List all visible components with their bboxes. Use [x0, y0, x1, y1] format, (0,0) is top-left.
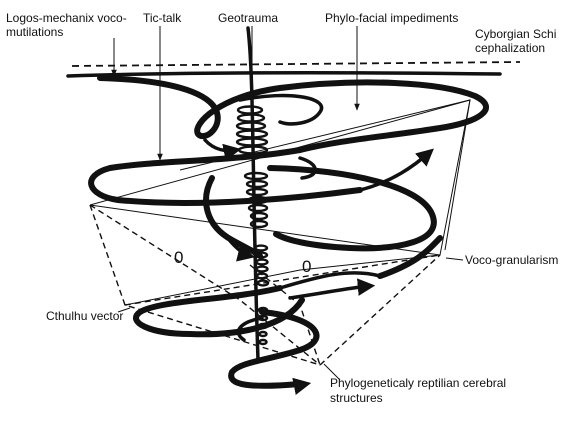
zero-marker-left: 0 [174, 248, 183, 267]
spiral-top-inner-curl [238, 93, 324, 126]
pointer-voco-granularism [445, 257, 464, 261]
spiral-lower-arrow-right [288, 278, 376, 300]
lower-pyramid-dashed-edges [89, 204, 441, 366]
label-cyborgian-line1: Cyborgian Schi [475, 27, 556, 41]
cyborgian-horizon-solid [66, 70, 502, 78]
label-phylo-facial-impediments: Phylo-facial impediments [325, 11, 458, 25]
spiral-lower-right-tail [377, 235, 443, 279]
spiral-lower-connector [278, 271, 382, 290]
label-phylogeneticaly-line2: structures [330, 391, 383, 405]
label-cthulhu-vector: Cthulhu vector [46, 309, 123, 323]
spiral-top-loop [97, 75, 489, 153]
lower-pyramid-dashed-base [124, 254, 441, 306]
label-geotrauma: Geotrauma [218, 11, 278, 25]
cyborgian-horizon-dashed [71, 61, 521, 67]
lower-plane-line [124, 254, 441, 306]
spiral-upper-middle-loop [88, 147, 363, 206]
pointer-cthulhu-vector [117, 307, 131, 313]
geotrauma-coil-top [235, 105, 269, 155]
spiral-top-arrow [203, 138, 242, 161]
label-logos-mechanix-line2: mutilations [6, 25, 63, 39]
spiral-bottom-arrow [270, 377, 312, 395]
spiral-bottom-inner [236, 316, 264, 342]
spiral-middle-right-arc [267, 165, 437, 252]
label-cyborgian-line2: cephalization [475, 41, 545, 55]
label-voco-granularism: Voco-granularism [465, 253, 558, 267]
label-logos-mechanix-line1: Logos-mechanix voco- [6, 11, 127, 25]
spiral-lower-loop [133, 285, 305, 338]
label-tic-talk: Tic-talk [143, 11, 182, 25]
zero-marker-right: 0 [302, 257, 311, 276]
label-phylogeneticaly-line1: Phylogeneticaly reptilian cerebral [330, 376, 506, 390]
pointer-phylogeneticaly [323, 363, 341, 381]
spiral-bottom-loop [228, 309, 320, 389]
spiral-upper-middle-arrow [358, 148, 434, 192]
spiral-descending-arrow [224, 234, 256, 262]
right-vertical-edge [444, 99, 471, 251]
